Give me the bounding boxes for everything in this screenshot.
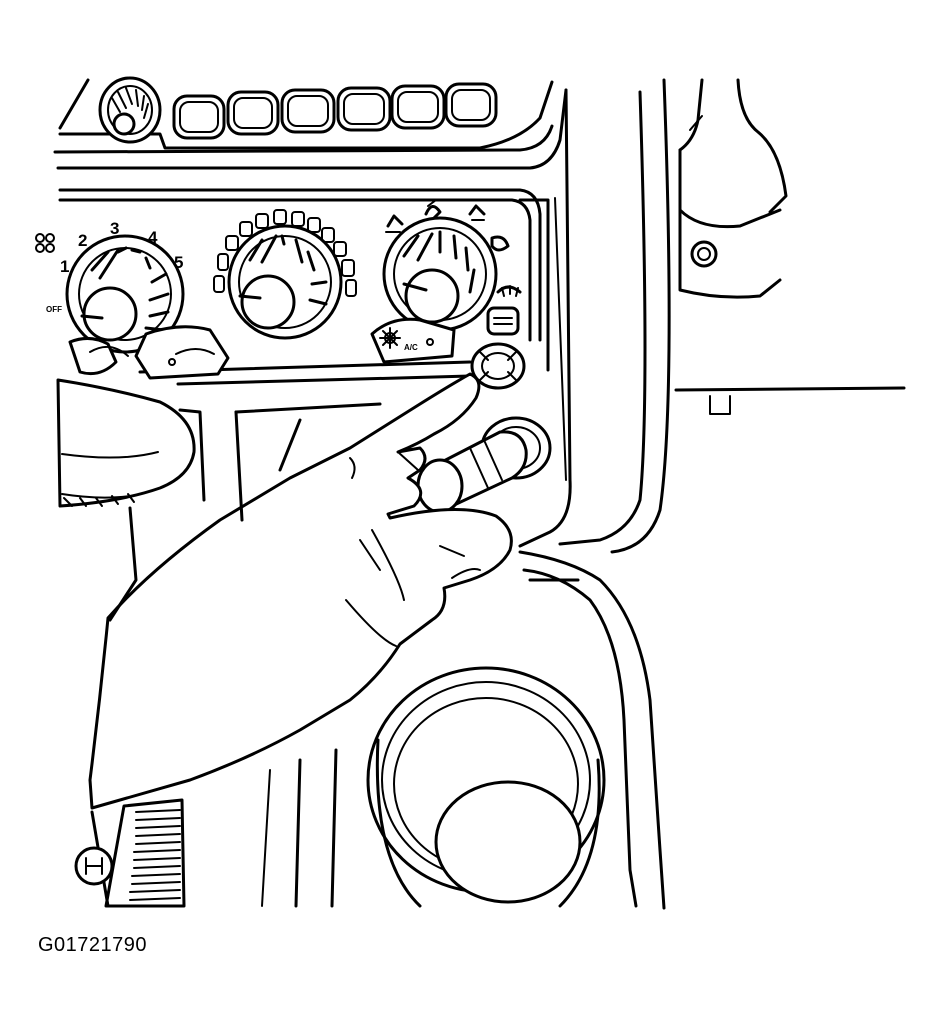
- blend-mode-icon: [490, 235, 510, 252]
- upper-button-row: [172, 82, 498, 140]
- ac-label: A/C: [404, 343, 418, 352]
- defrost-mode-icon: [496, 285, 522, 297]
- ac-button: A/C: [370, 317, 456, 364]
- fan-speed-3-label: 3: [110, 219, 119, 238]
- figure-id-label: G01721790: [38, 934, 148, 956]
- fan-speed-5-label: 5: [174, 253, 183, 272]
- mode-knob: [382, 199, 522, 332]
- fan-speed-2-label: 2: [78, 231, 87, 250]
- fan-speed-knob: OFF 1 2 3 4 5: [35, 219, 185, 376]
- fan-off-label: OFF: [46, 305, 62, 314]
- lower-left-buttons: [89, 325, 230, 380]
- lower-left-grille: [104, 798, 186, 908]
- vent-mode-icon: [385, 214, 404, 233]
- snowflake-icon: [379, 327, 401, 349]
- vent-knob: [98, 76, 162, 144]
- fan-speed-4-label: 4: [148, 228, 158, 247]
- hand: [88, 372, 513, 810]
- floor-mode-icon: [468, 204, 486, 221]
- fan-speed-1-label: 1: [60, 257, 69, 276]
- sleeve: [56, 378, 196, 622]
- lower-console: [90, 402, 666, 910]
- rear-defog-button: [486, 306, 520, 336]
- hazard-icon: [74, 846, 114, 886]
- door-trim: [558, 78, 906, 554]
- shift-knob: [366, 666, 606, 908]
- temperature-knob: [213, 209, 357, 340]
- bilevel-mode-icon: [424, 199, 442, 220]
- upper-dash-trim: [53, 78, 568, 170]
- removed-knob: [470, 342, 526, 390]
- knob-puller-tool: [416, 430, 528, 514]
- fan-icon: [35, 233, 55, 253]
